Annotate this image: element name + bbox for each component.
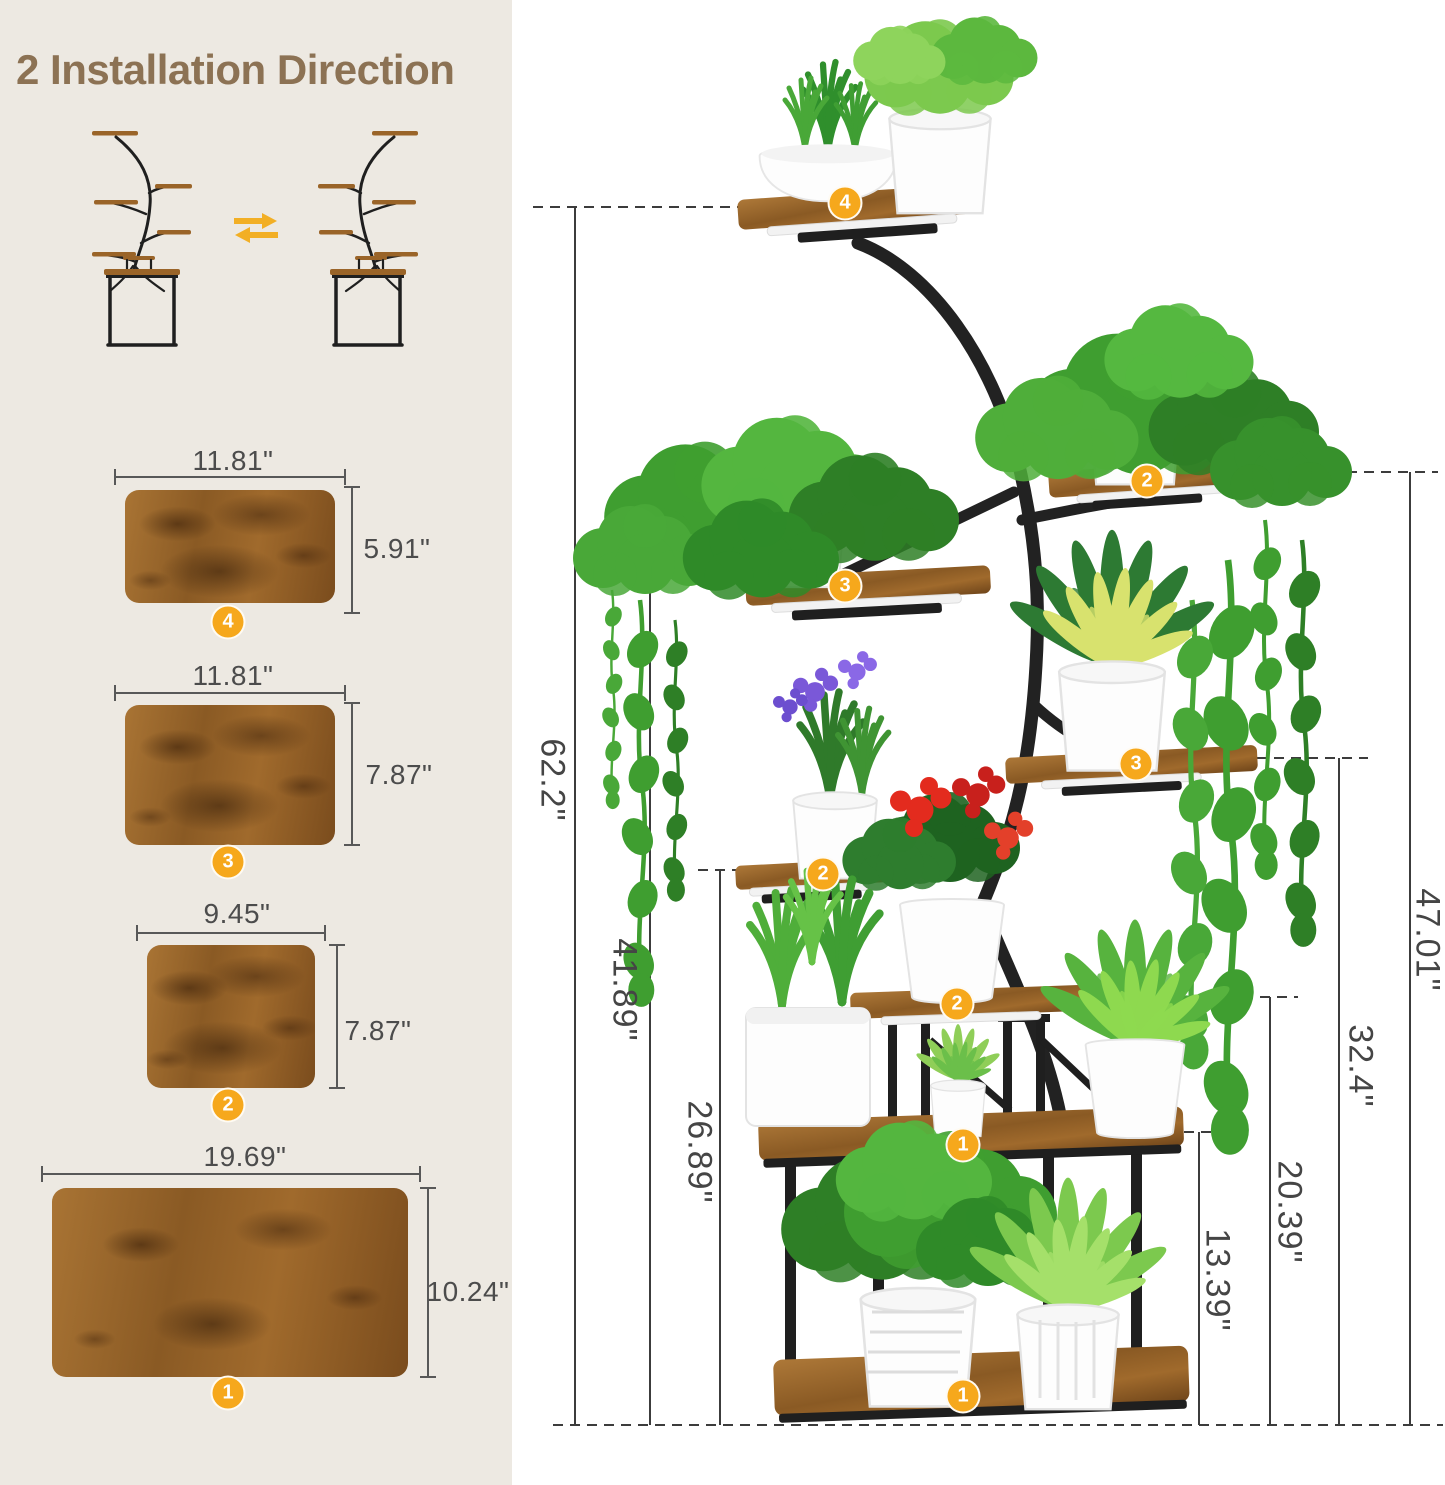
outer-right-height-label: 47.01" bbox=[1408, 888, 1445, 992]
shelf-board-2 bbox=[147, 945, 315, 1088]
panel2-height-label: 7.87" bbox=[344, 1015, 412, 1046]
panel4-number-badge: 4 bbox=[210, 604, 246, 640]
panel-title: 2 Installation Direction bbox=[16, 46, 455, 93]
stand-badge-bottom: 1 bbox=[945, 1378, 981, 1414]
mini-stands-and-dimension-lines bbox=[41, 129, 436, 1378]
stand-badge-tier2-left: 2 bbox=[805, 856, 841, 892]
panel3-dimension-lines bbox=[114, 685, 360, 846]
stand-badge-tier3-right: 3 bbox=[1118, 746, 1154, 782]
panel1-number-badge: 1 bbox=[210, 1375, 246, 1411]
stand-badge-top-shelf: 4 bbox=[827, 185, 863, 221]
stand-badge-tier3-left: 3 bbox=[827, 568, 863, 604]
panel3-height-label: 7.87" bbox=[365, 759, 433, 790]
upper-right-height-label: 32.4" bbox=[1341, 1024, 1380, 1108]
upper-left-height-label: 41.89" bbox=[605, 938, 644, 1042]
lower-right-height-label: 13.39" bbox=[1198, 1228, 1237, 1332]
panel4-dimension-lines bbox=[114, 469, 360, 614]
swap-arrows-icon bbox=[234, 213, 278, 243]
panel4-width-label: 11.81" bbox=[192, 445, 274, 476]
shelf-board-4 bbox=[125, 490, 335, 603]
panel2-dimension-lines bbox=[136, 925, 345, 1089]
mid-right-height-label: 20.39" bbox=[1270, 1160, 1309, 1264]
plants bbox=[573, 16, 1352, 1411]
panel1-width-label: 19.69" bbox=[203, 1141, 287, 1172]
panel1-height-label: 10.24" bbox=[426, 1276, 510, 1307]
total-height-label: 62.2" bbox=[533, 738, 572, 822]
panel1-dimension-lines bbox=[41, 1166, 436, 1378]
shelf-board-1 bbox=[52, 1188, 408, 1377]
installation-panel: 2 Installation Direction bbox=[0, 0, 512, 1485]
panel2-width-label: 9.45" bbox=[203, 898, 271, 929]
lower-left-height-label: 26.89" bbox=[680, 1100, 719, 1204]
panel3-width-label: 11.81" bbox=[192, 660, 274, 691]
stand-badge-tier2-right: 2 bbox=[1129, 463, 1165, 499]
panel3-number-badge: 3 bbox=[210, 844, 246, 880]
shelf-board-3 bbox=[125, 705, 335, 845]
stand-badge-tier2-middle: 2 bbox=[939, 986, 975, 1022]
stand-badge-tier1: 1 bbox=[945, 1127, 981, 1163]
panel2-number-badge: 2 bbox=[210, 1087, 246, 1123]
panel4-height-label: 5.91" bbox=[363, 533, 431, 564]
